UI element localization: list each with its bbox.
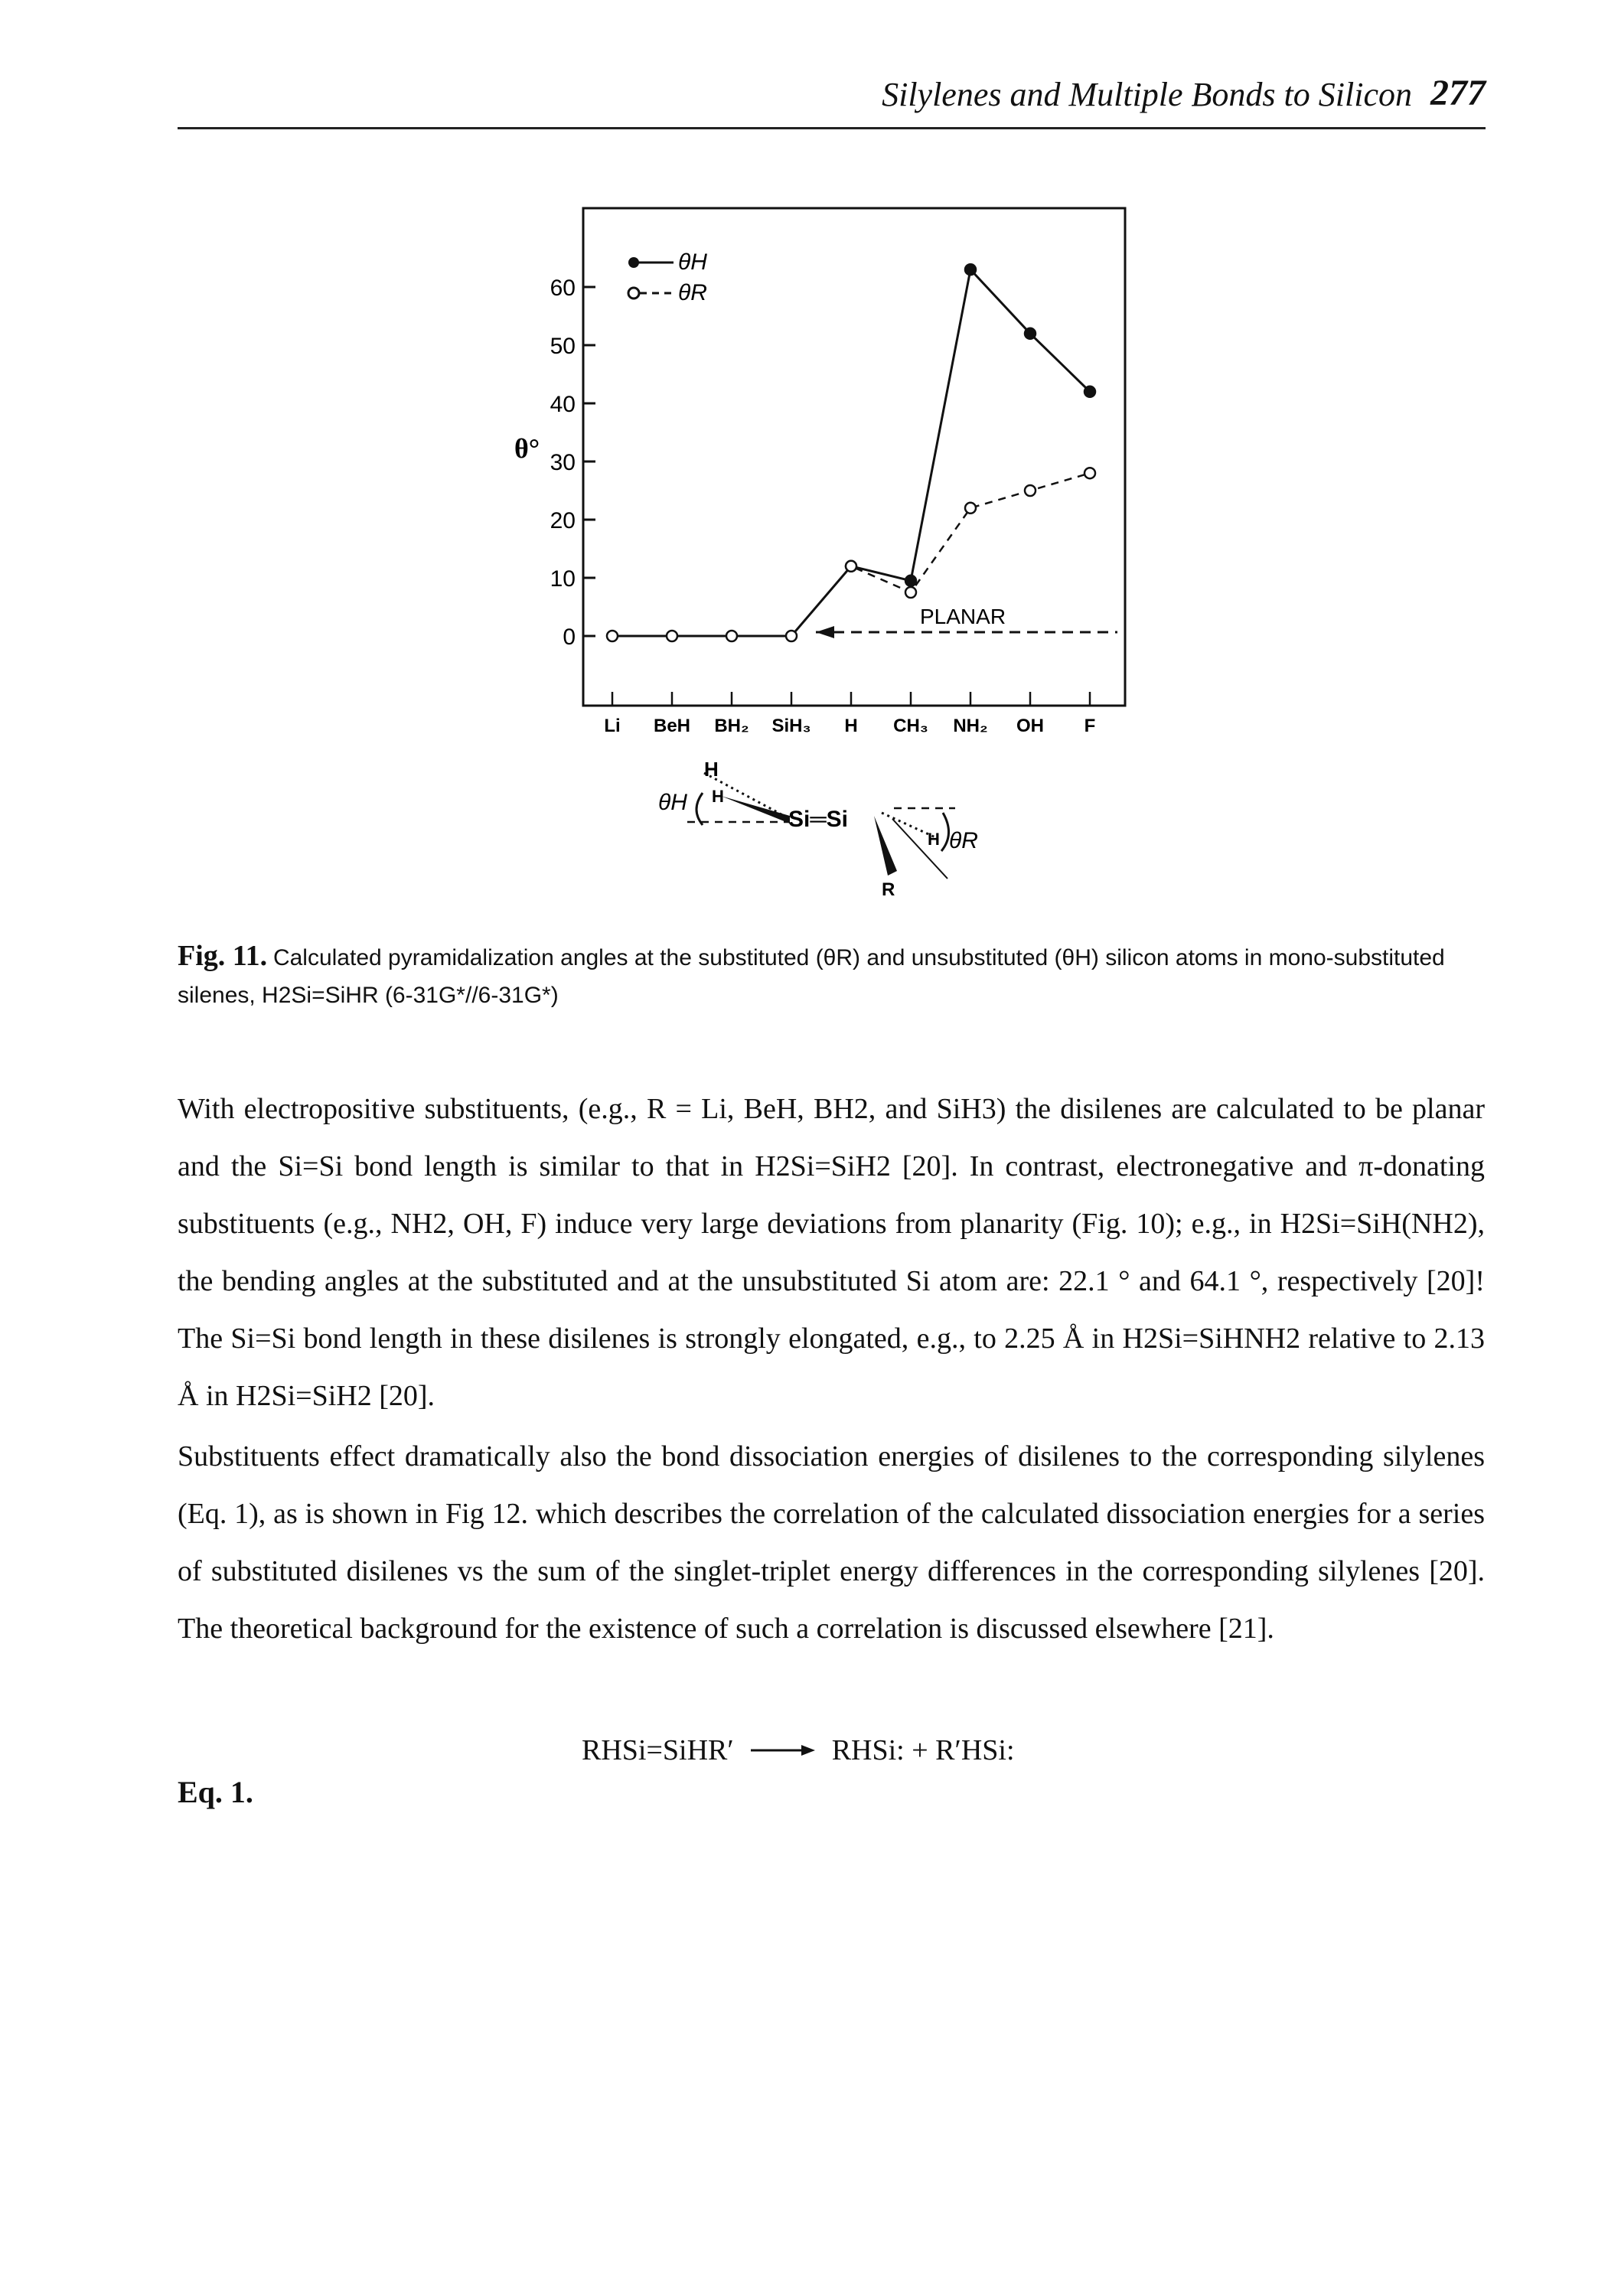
hydrogen-right: H	[928, 830, 940, 849]
x-tick-label: SiH₃	[771, 716, 811, 736]
y-axis-label: θ°	[514, 433, 540, 464]
theta-h-arc	[695, 792, 704, 826]
page-header: Silylenes and Multiple Bonds to Silicon …	[178, 70, 1486, 129]
reaction-arrow-icon	[750, 1745, 815, 1756]
theta-h-symbol: θH	[658, 790, 687, 815]
x-tick-label: CH₃	[893, 716, 928, 736]
legend-marker-theta-r	[627, 286, 641, 300]
x-tick-label: NH₂	[953, 716, 987, 736]
y-tick-label: 20	[550, 508, 576, 533]
x-tick-label: OH	[1016, 716, 1044, 736]
bend-reference-line	[892, 818, 948, 879]
x-tick-label: Li	[604, 716, 620, 736]
x-tick-label: BeH	[654, 716, 690, 736]
data-point-theta-h	[964, 263, 977, 276]
theta-r-arc	[940, 812, 950, 852]
hashed-bond-h-upper	[703, 771, 791, 820]
wedge-bond-r	[874, 816, 897, 876]
data-point-theta-h	[904, 574, 918, 588]
data-point-theta-r	[784, 629, 798, 643]
data-point-theta-r	[964, 501, 977, 515]
series-line-theta-h	[612, 267, 1091, 638]
running-title: Silylenes and Multiple Bonds to Silicon	[882, 76, 1412, 113]
legend: θH θR	[627, 249, 707, 305]
equation-left: RHSi=SiHR′	[582, 1734, 734, 1766]
data-point-theta-h	[1023, 327, 1037, 341]
x-axis: Li BeH BH₂ SiH₃ H CH₃ NH₂ OH F	[604, 692, 1095, 736]
si-si-double-bond: Si═Si	[788, 807, 848, 832]
data-point-theta-r	[904, 585, 918, 599]
legend-label-theta-r: θR	[678, 280, 707, 305]
data-point-theta-r	[725, 629, 739, 643]
paragraph-1: With electropositive substituents, (e.g.…	[178, 1093, 1485, 1412]
figure-caption: Fig. 11. Calculated pyramidalization ang…	[178, 938, 1479, 1014]
equation-right: RHSi: + R′HSi:	[831, 1734, 1015, 1766]
y-axis: 0 10 20 30 40 50 60	[550, 276, 595, 650]
legend-marker-theta-h	[628, 257, 639, 268]
series-line-theta-r	[612, 472, 1091, 638]
wedge-bond-h-left	[721, 796, 790, 823]
data-point-theta-r	[605, 629, 619, 643]
y-tick-label: 50	[550, 334, 576, 359]
hashed-bond-h-right	[881, 811, 936, 839]
y-tick-label: 40	[550, 392, 576, 417]
x-tick-label: F	[1085, 716, 1096, 736]
x-tick-label: BH₂	[714, 716, 749, 736]
caption-label: Fig. 11.	[178, 940, 268, 972]
data-point-theta-r	[1023, 484, 1037, 497]
paragraph-2: Substituents effect dramatically also th…	[178, 1440, 1485, 1645]
caption-text: Calculated pyramidalization angles at th…	[178, 945, 1445, 1008]
data-point-theta-r	[665, 629, 679, 643]
equation-1: RHSi=SiHR′ RHSi: + R′HSi:	[582, 1733, 1015, 1767]
planar-annotation: PLANAR	[816, 605, 1117, 638]
planar-arrowhead	[816, 626, 834, 638]
legend-label-theta-h: θH	[678, 249, 707, 275]
y-tick-label: 10	[550, 566, 576, 592]
data-point-theta-r	[844, 559, 858, 573]
y-tick-label: 60	[550, 276, 576, 301]
equation-label: Eq. 1.	[178, 1775, 253, 1809]
plot-frame	[582, 207, 1127, 707]
theta-r-symbol: θR	[949, 828, 978, 853]
hydrogen-left: H	[712, 787, 724, 806]
page-number: 277	[1430, 73, 1486, 113]
silene-structure-diagram: θH H H Si═Si H R θR	[658, 758, 978, 900]
hydrogen-upper: H	[704, 758, 719, 781]
substituent-r: R	[882, 879, 895, 900]
planar-label: PLANAR	[920, 605, 1006, 628]
data-series	[605, 263, 1097, 643]
x-tick-label: H	[844, 716, 857, 736]
data-point-theta-h	[1083, 385, 1097, 399]
data-point-theta-r	[1083, 466, 1097, 480]
y-tick-label: 30	[550, 450, 576, 475]
y-tick-label: 0	[563, 625, 576, 650]
